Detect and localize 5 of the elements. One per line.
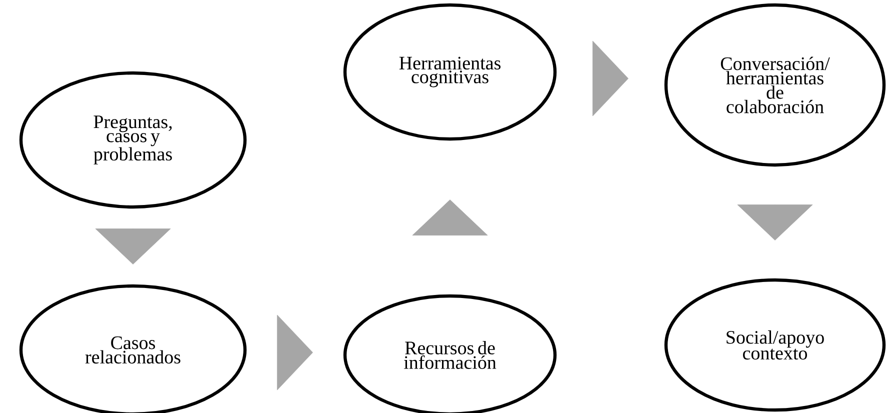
arrow — [95, 228, 171, 264]
arrow — [276, 314, 313, 390]
arrow — [737, 204, 813, 240]
arrow — [592, 40, 628, 116]
arrow — [412, 200, 488, 236]
